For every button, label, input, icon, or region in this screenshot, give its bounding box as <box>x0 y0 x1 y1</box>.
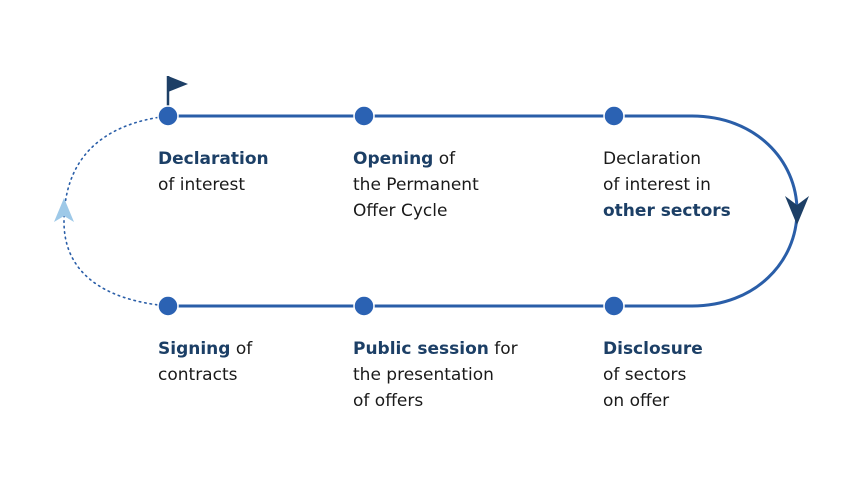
label-text: contracts <box>158 365 238 385</box>
label-emphasis: Public session <box>353 339 489 359</box>
label-line: of offers <box>353 388 518 414</box>
label-line: on offer <box>603 388 703 414</box>
step-public-session-label: Public session for the presentation of off… <box>353 336 518 414</box>
label-line: Disclosure <box>603 336 703 362</box>
label-text: the presentation <box>353 365 494 385</box>
label-text: of <box>433 149 456 169</box>
label-text: Declaration <box>603 149 702 169</box>
label-text: of <box>230 339 253 359</box>
label-text: Offer Cycle <box>353 201 448 221</box>
flag-icon <box>166 76 188 110</box>
label-line: contracts <box>158 362 252 388</box>
node-disclosure <box>603 295 625 317</box>
label-line: of sectors <box>603 362 703 388</box>
node-opening <box>353 105 375 127</box>
step-other-sectors-label: Declaration of interest in other sectors <box>603 146 731 224</box>
label-line: the presentation <box>353 362 518 388</box>
label-text: of interest <box>158 175 246 195</box>
label-line: the Permanent <box>353 172 479 198</box>
label-line: Declaration <box>603 146 731 172</box>
label-emphasis: Disclosure <box>603 339 703 359</box>
label-text: the Permanent <box>353 175 479 195</box>
label-line: of interest <box>158 172 269 198</box>
label-line: Opening of <box>353 146 479 172</box>
arrowhead-down-icon <box>785 196 809 225</box>
label-text: of interest in <box>603 175 711 195</box>
label-text: on offer <box>603 391 670 411</box>
label-line: Signing of <box>158 336 252 362</box>
label-line: Offer Cycle <box>353 198 479 224</box>
label-line: of interest in <box>603 172 731 198</box>
node-signing <box>157 295 179 317</box>
label-text: of sectors <box>603 365 687 385</box>
step-declaration-label: Declaration of interest <box>158 146 269 198</box>
label-text: of offers <box>353 391 424 411</box>
label-emphasis: other sectors <box>603 201 731 221</box>
node-public-session <box>353 295 375 317</box>
label-line: Declaration <box>158 146 269 172</box>
node-other-sectors <box>603 105 625 127</box>
dotted-return-path <box>63 115 169 307</box>
label-emphasis: Signing <box>158 339 231 359</box>
label-text: for <box>488 339 518 359</box>
label-line: other sectors <box>603 198 731 224</box>
label-line: Public session for <box>353 336 518 362</box>
node-declaration <box>157 105 179 127</box>
label-emphasis: Declaration <box>158 149 269 169</box>
step-signing-label: Signing of contracts <box>158 336 252 388</box>
arrowhead-up-icon <box>54 198 74 222</box>
label-emphasis: Opening <box>353 149 434 169</box>
step-disclosure-label: Disclosure of sectors on offer <box>603 336 703 414</box>
